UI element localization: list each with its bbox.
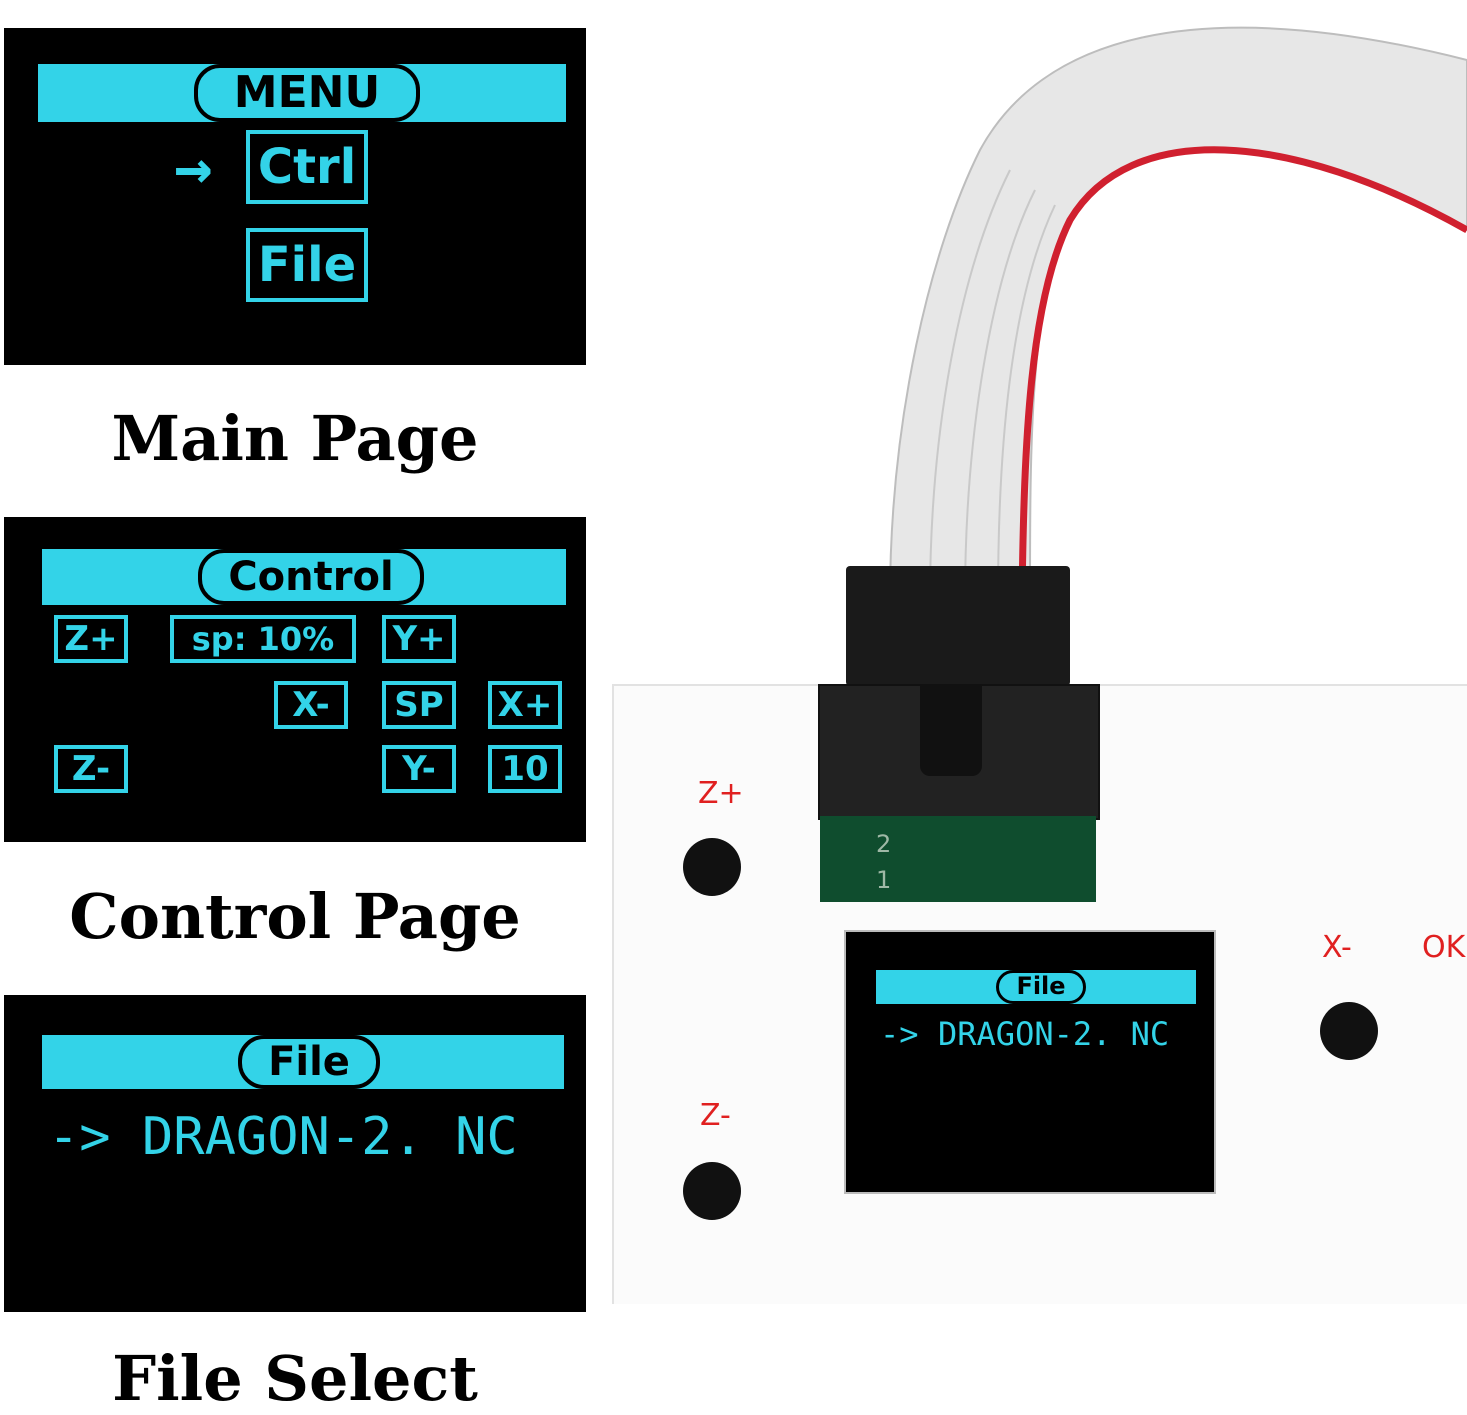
control-page-caption: Control Page [69,880,521,953]
pcb-pin-label-2: 2 [876,830,892,858]
device-selector-arrow-icon: -> [880,1015,919,1053]
z-plus-hardware-button[interactable] [683,838,741,896]
control-step-button[interactable]: 10 [488,745,562,793]
device-file-item[interactable]: DRAGON-2. NC [938,1015,1170,1053]
file-list-item[interactable]: DRAGON-2. NC [142,1107,518,1167]
control-y-minus-button[interactable]: Y- [382,745,456,793]
file-page-screen: File -> DRAGON-2. NC [4,995,586,1312]
selector-arrow-icon: → [174,131,213,205]
file-select-caption: File Select [112,1342,478,1415]
ribbon-cable-graphic [888,26,1467,601]
connector-key [920,684,982,776]
control-y-plus-button[interactable]: Y+ [382,615,456,663]
control-x-plus-button[interactable]: X+ [488,681,562,729]
z-minus-hardware-button[interactable] [683,1162,741,1220]
menu-header-title: MENU [194,64,420,122]
file-header-title: File [238,1035,380,1089]
x-minus-label: X- [1322,930,1352,965]
device-header-title: File [996,970,1086,1004]
control-speed-readout[interactable]: sp: 10% [170,615,356,663]
z-minus-label: Z- [700,1098,731,1133]
idc-connector [846,566,1070,686]
main-page-caption: Main Page [111,402,479,475]
pcb-pin-label-1: 1 [876,866,892,894]
control-page-screen: Control Z+ sp: 10% Y+ X- SP X+ Z- Y- 10 [4,517,586,842]
ok-label: OK [1422,930,1466,965]
control-x-minus-button[interactable]: X- [274,681,348,729]
control-z-plus-button[interactable]: Z+ [54,615,128,663]
z-plus-label: Z+ [698,776,744,811]
menu-item-ctrl[interactable]: Ctrl [246,130,368,204]
pcb-board [820,816,1096,902]
x-minus-hardware-button[interactable] [1320,1002,1378,1060]
control-header-title: Control [198,549,424,605]
control-z-minus-button[interactable]: Z- [54,745,128,793]
menu-item-file[interactable]: File [246,228,368,302]
main-page-screen: MENU → Ctrl File [4,28,586,365]
file-selector-arrow-icon: -> [48,1107,111,1167]
device-oled-screen: File -> DRAGON-2. NC [844,930,1216,1194]
control-sp-button[interactable]: SP [382,681,456,729]
